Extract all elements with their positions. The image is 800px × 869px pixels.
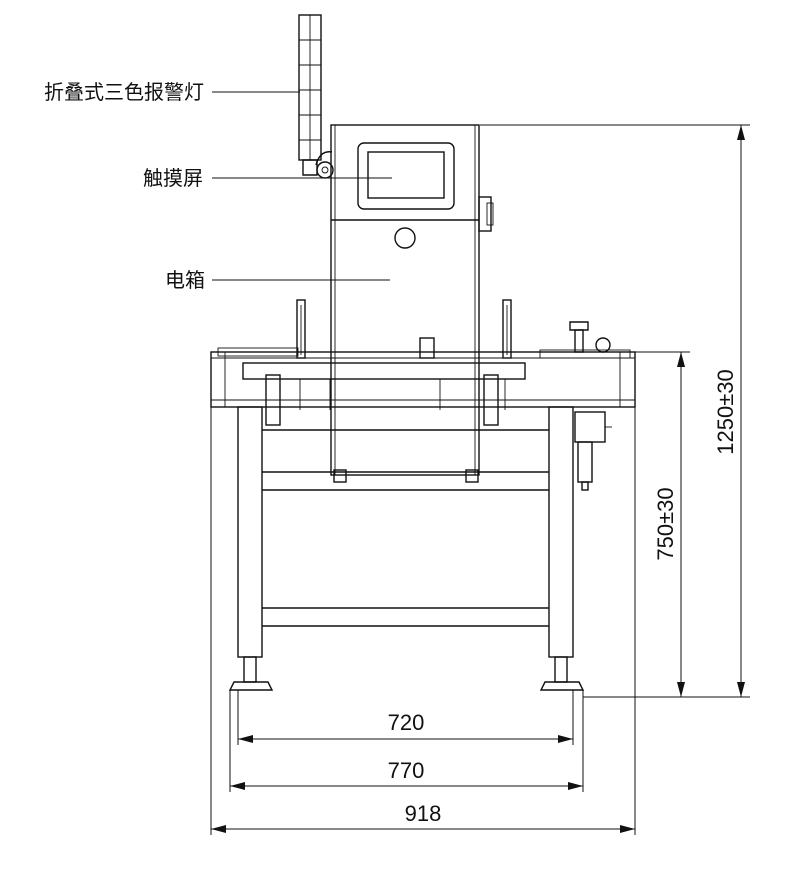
signal-light-label: 折叠式三色报警灯 [44,80,204,104]
table-frame [228,406,585,691]
middle-width-dimension: 770 [388,758,425,783]
vertical-dimensions [480,124,750,698]
touch-screen [357,142,455,210]
electric-box-label: 电箱 [165,268,205,292]
inner-width-dimension: 720 [388,710,425,735]
overall-width-dimension: 918 [405,801,442,826]
signal-light-tower [298,14,334,179]
touch-screen-label: 触摸屏 [143,166,203,190]
label-leaders [212,91,392,281]
conveyor-frame [210,347,636,426]
air-filter-unit [574,411,612,491]
total-height-dimension: 1250±30 [713,369,738,455]
table-height-dimension: 750±30 [653,487,678,560]
horizontal-dimensions [210,407,636,835]
electric-cabinet [330,124,494,483]
guide-posts [296,299,611,359]
